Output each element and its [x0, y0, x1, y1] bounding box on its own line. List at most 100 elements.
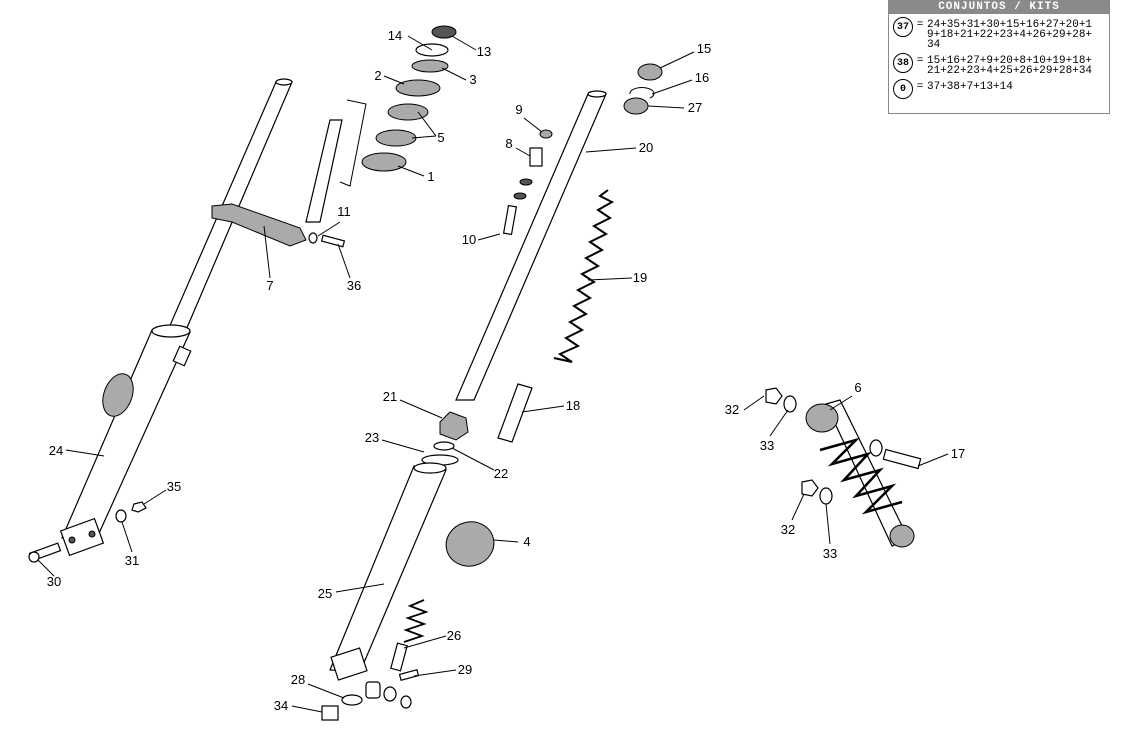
callout-leader	[523, 117, 543, 133]
kit-equals: =	[916, 55, 924, 67]
part-4-cover	[445, 521, 495, 567]
part-5-bearing-top	[387, 103, 429, 121]
callout-leader	[411, 135, 437, 139]
callout-10: 10	[462, 232, 501, 247]
callout-4: 4	[493, 534, 531, 549]
part-32-nut-bottom	[801, 479, 819, 497]
callout-leader	[337, 243, 351, 279]
callout-leader	[143, 489, 167, 505]
callout-leader	[493, 539, 519, 543]
callout-34: 34	[274, 698, 323, 713]
callout-number: 13	[477, 44, 491, 59]
callout-number: 2	[374, 68, 381, 83]
callout-25: 25	[318, 583, 385, 601]
callout-number: 14	[388, 28, 402, 43]
callout-leader	[397, 165, 425, 177]
callout-leader	[521, 405, 565, 413]
part-18-spacer	[497, 383, 533, 443]
callout-leader	[399, 399, 443, 419]
fork-cap-group	[623, 63, 663, 115]
callout-leader	[659, 51, 695, 69]
callout-5: 5	[411, 111, 445, 145]
callout-9: 9	[515, 102, 543, 133]
callout-23: 23	[365, 430, 425, 453]
part-22-ring	[433, 441, 455, 451]
part-35-nut	[131, 501, 147, 513]
callout-number: 17	[951, 446, 965, 461]
kit-value: 15+16+27+9+20+8+10+19+18+21+22+23+4+25+2…	[927, 55, 1093, 77]
part-1-cup	[361, 152, 407, 172]
callout-leader	[417, 111, 437, 137]
callout-number: 26	[447, 628, 461, 643]
kit-value: 37+38+7+13+14	[927, 81, 1013, 93]
callout-leader	[413, 669, 457, 677]
callout-number: 5	[437, 130, 444, 145]
part-27-plug	[623, 97, 649, 115]
callout-number: 18	[566, 398, 580, 413]
callout-1: 1	[397, 165, 435, 184]
kit-badge: 38	[893, 53, 913, 73]
callout-32: 32	[725, 395, 765, 417]
callout-number: 11	[337, 204, 351, 219]
part-10-bolt	[502, 204, 518, 236]
callout-31: 31	[121, 521, 139, 568]
callout-26: 26	[403, 628, 461, 649]
part-19-spring	[553, 189, 615, 363]
callout-number: 32	[781, 522, 795, 537]
callout-leader	[317, 221, 341, 237]
kits-title: CONJUNTOS / KITS	[889, 1, 1109, 14]
callout-35: 35	[143, 479, 181, 505]
part-9-cap	[539, 129, 553, 139]
part-32-nut-top	[765, 387, 783, 405]
kit-row-37: 37 = 24+35+31+30+15+16+27+20+19+18+21+22…	[889, 14, 1109, 51]
part-33-washer-top	[783, 395, 797, 413]
callout-13: 13	[451, 35, 491, 59]
callout-leader	[585, 147, 637, 153]
callout-number: 1	[427, 169, 434, 184]
callout-leader	[743, 395, 765, 411]
callout-leader	[291, 705, 323, 713]
bearing-stack	[361, 25, 457, 172]
kit-row-0: 0 = 37+38+7+13+14	[889, 76, 1109, 99]
callout-29: 29	[413, 662, 472, 677]
callout-16: 16	[651, 70, 709, 95]
callout-number: 20	[639, 140, 653, 155]
kit-equals: =	[916, 19, 924, 31]
callout-30: 30	[37, 559, 61, 589]
callout-18: 18	[521, 398, 580, 413]
callout-2: 2	[374, 68, 405, 85]
callout-number: 30	[47, 574, 61, 589]
kit-value: 24+35+31+30+15+16+27+20+19+18+21+22+23+4…	[927, 19, 1093, 51]
callout-number: 22	[494, 466, 508, 481]
callout-leader	[121, 521, 133, 553]
kit-equals: =	[916, 81, 924, 93]
callout-number: 35	[167, 479, 181, 494]
callout-number: 36	[347, 278, 361, 293]
callout-leader	[383, 75, 405, 85]
callout-11: 11	[317, 204, 351, 237]
callout-leader	[65, 449, 105, 457]
callout-number: 21	[383, 389, 397, 404]
callout-number: 33	[760, 438, 774, 453]
callout-3: 3	[441, 67, 477, 87]
callout-number: 31	[125, 553, 139, 568]
part-2-cup	[395, 79, 441, 97]
callout-number: 19	[633, 270, 647, 285]
part-7-clamp	[211, 203, 307, 247]
callout-leader	[515, 147, 531, 157]
part-33-washer-bottom	[819, 487, 833, 505]
callout-24: 24	[49, 443, 105, 458]
callout-leader	[441, 67, 467, 81]
callout-number: 25	[318, 586, 332, 601]
callout-number: 24	[49, 443, 63, 458]
part-17-bolt	[882, 448, 922, 470]
callout-17: 17	[917, 446, 965, 467]
callout-leader	[335, 583, 385, 593]
callout-leader	[381, 439, 425, 453]
part-28-washer	[341, 694, 363, 706]
callout-14: 14	[388, 28, 433, 51]
callout-leader	[769, 409, 789, 437]
shock-absorber	[765, 387, 922, 548]
